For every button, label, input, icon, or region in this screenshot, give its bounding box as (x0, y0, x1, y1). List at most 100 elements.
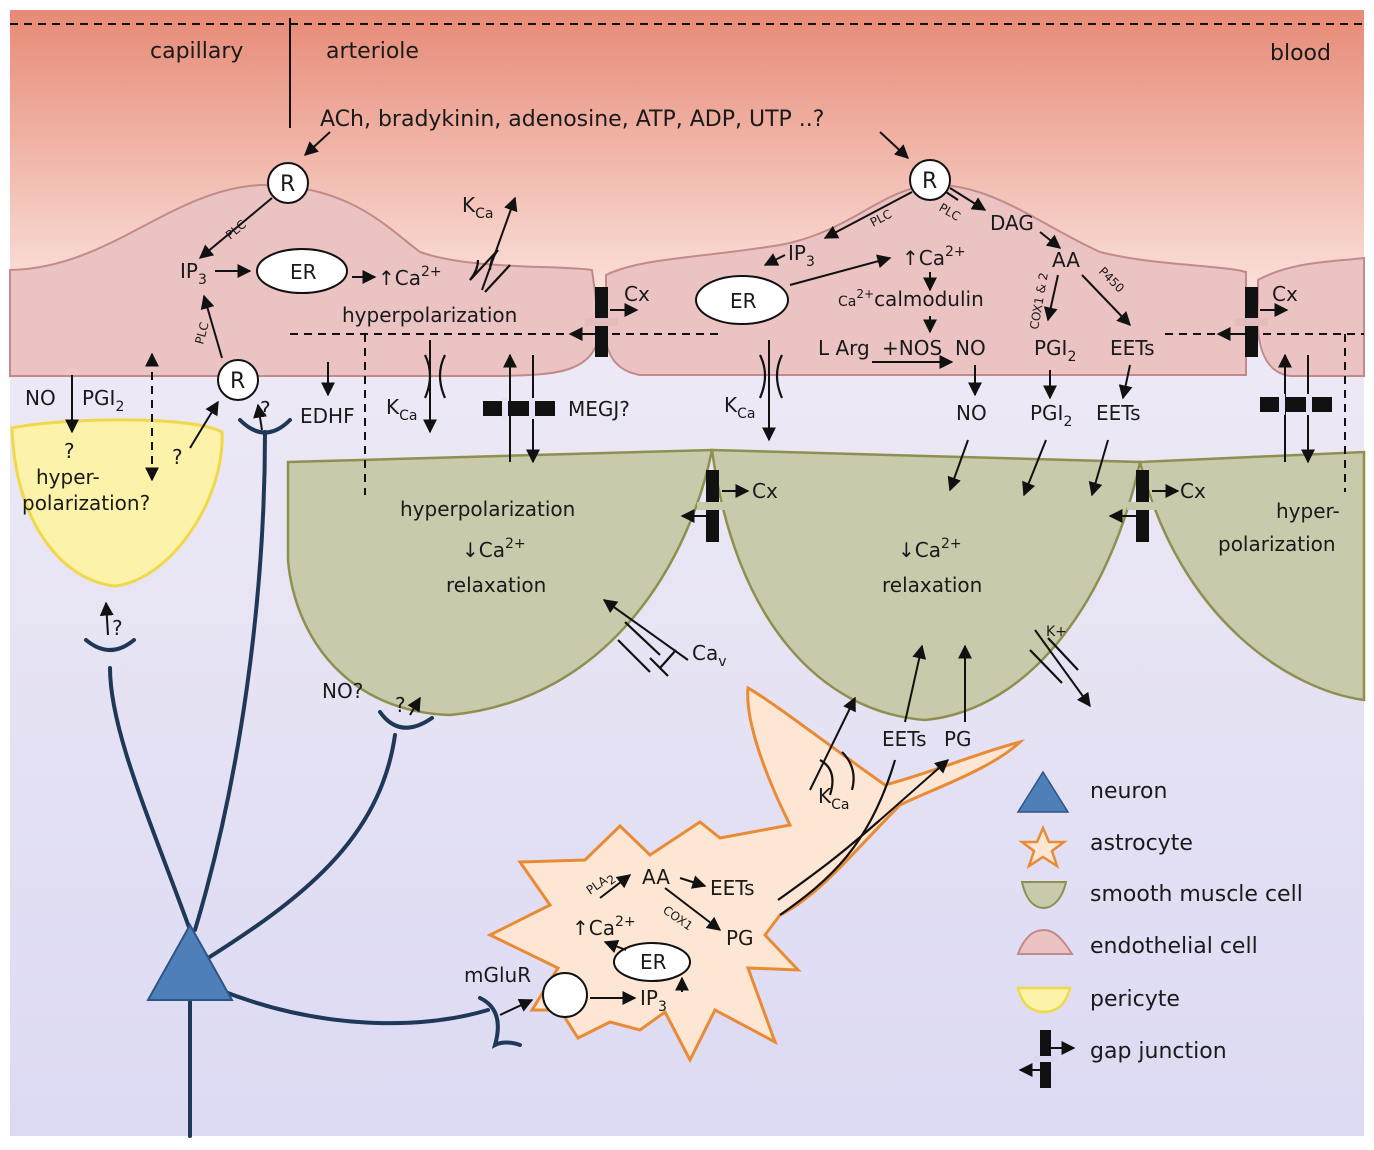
cav-label: Cav (692, 641, 727, 670)
mglur-label: mGluR (464, 963, 531, 987)
pgi2-smc-arrow (1022, 439, 1047, 497)
ca-aa-arrow (599, 874, 632, 899)
kca-astro-label: KCa (818, 784, 849, 813)
cav-channel-gate (649, 649, 677, 677)
megj-right-junction (1260, 397, 1332, 412)
ca-down-label-1-text: ↓Ca (462, 538, 505, 562)
q-label-nerve: ? (260, 397, 271, 421)
aa-pgi-arrow (1043, 274, 1059, 322)
nerve-terminal-arteriole (378, 710, 434, 730)
ca-up-label-astro: ↑Ca2+ (572, 914, 636, 940)
astrocyte-process-line-2 (777, 819, 881, 901)
mglur-receptor (542, 972, 588, 1018)
smooth-muscle-cell-3 (1138, 450, 1366, 702)
gap-junction-smc-2-notch (1127, 502, 1158, 510)
ca-up-label-astro-text: ↑Ca (572, 916, 615, 940)
aa-label-astro: AA (642, 865, 670, 889)
neuron-body (146, 922, 234, 1001)
eets-label-smc: EETs (1096, 401, 1141, 425)
arteriole-label: arteriole (326, 39, 419, 64)
dag-label: DAG (990, 211, 1034, 235)
smooth-muscle-cell-1 (286, 448, 714, 717)
megj-junction (483, 401, 555, 416)
eets-astro-arrow (904, 644, 927, 723)
legend-astrocyte-icon (1018, 824, 1068, 869)
megj-label: MEGJ? (568, 397, 630, 421)
ca-down-label-2-sup: 2+ (941, 536, 962, 552)
ca-up-label-2-sup: 2+ (945, 244, 966, 260)
pgi2-label-endo-text: PGI (1034, 336, 1067, 360)
pgi2-label-capillary-text: PGI (82, 386, 115, 410)
ca-down-label-1: ↓Ca2+ (462, 536, 526, 562)
nerve-terminal-astrocyte (478, 996, 522, 1049)
kca-astro-arrow (809, 696, 856, 791)
kca-top-label: KCa (462, 193, 493, 222)
relaxation-label-1: relaxation (446, 573, 546, 597)
megj-right-gap-1 (1279, 394, 1285, 415)
er-arteriole-label: ER (730, 289, 757, 313)
nerve-arrow-capillary (253, 403, 267, 431)
cav-label-sub: v (718, 654, 726, 670)
agonists-label: ACh, bradykinin, adenosine, ATP, ADP, UT… (320, 107, 824, 132)
legend-endothelial-icon (1016, 928, 1074, 955)
no-label-capillary: NO (25, 386, 56, 410)
cx-label-1: Cx (624, 282, 650, 306)
dag-arrow (949, 187, 987, 211)
relaxation-label-2: relaxation (882, 573, 982, 597)
mglur-arrow (499, 999, 534, 1016)
ip3-label-astro-sub: 3 (658, 999, 667, 1015)
larg-label: L Arg (818, 336, 870, 360)
eets-label-astro: EETs (710, 876, 755, 900)
q-label-arteriole-nerve: ? (395, 693, 406, 717)
ca-calmodulin-text: calmodulin (874, 287, 984, 311)
neuron-dendrite-pericyte (108, 666, 192, 932)
agonist-arrow-left (303, 131, 331, 156)
ca-calmodulin-ca: Ca (838, 294, 856, 310)
pgi2-label-smc-text: PGI (1030, 401, 1063, 425)
plc-arrow-1 (198, 197, 273, 259)
pgi2-label-endo-sub: 2 (1067, 349, 1076, 365)
gap-junction-smc-1-notch (697, 502, 728, 510)
kca-top-arrow (481, 196, 518, 291)
edhf-label: EDHF (300, 404, 355, 428)
ca-up-label-astro-sup: 2+ (615, 914, 636, 930)
legend-neuron-label: neuron (1090, 779, 1167, 804)
pgi2-label-endo: PGI2 (1034, 336, 1076, 365)
kca-top-label-sub: Ca (475, 206, 493, 222)
ip3-label-1-text: IP (180, 259, 198, 283)
legend: neuron astrocyte smooth muscle cell endo… (1016, 770, 1303, 1088)
ca-down-label-1-sup: 2+ (505, 536, 526, 552)
ip3-label-1-sub: 3 (198, 272, 207, 288)
ip3-label-2-text: IP (788, 241, 806, 265)
kca-mid-label: KCa (386, 395, 417, 424)
pgi2-label-smc: PGI2 (1030, 401, 1072, 430)
no-smc-arrow (947, 439, 969, 492)
plc-arrow-3 (823, 191, 913, 239)
legend-pericyte-label: pericyte (1090, 987, 1180, 1012)
legend-endothelial-label: endothelial cell (1090, 934, 1258, 959)
plc-label-2: PLC (192, 321, 211, 346)
kca-mid-label-sub: Ca (399, 408, 417, 424)
legend-pericyte-icon (1016, 986, 1072, 1014)
hyperpolarization-label-endo: hyperpolarization (342, 303, 517, 327)
plc-arrow-2 (200, 294, 223, 359)
astrocyte-pg-arrow (879, 759, 950, 821)
pericyte (10, 418, 224, 588)
q-label-receptor: ? (172, 445, 183, 469)
q-label-pericyte-nerve: ? (112, 616, 123, 640)
kca-mid-label-text: K (386, 395, 400, 419)
kca-astro-label-sub: Ca (831, 797, 849, 813)
cx-label-smc-1: Cx (752, 479, 778, 503)
megj-junction-gap-1 (502, 398, 508, 419)
ip3-label-2-sub: 3 (806, 254, 815, 270)
astrocyte-process-line-1 (779, 759, 897, 916)
hyper-label-pericyte: hyper- (36, 465, 100, 489)
polarization-label-pericyte: polarization? (22, 491, 150, 515)
cx-label-2: Cx (1272, 282, 1298, 306)
neuron-dendrite-arteriole (203, 733, 397, 962)
megj-junction-gap-2 (529, 398, 535, 419)
cav-arrow (602, 599, 689, 661)
pericyte-nerve-arrow (99, 601, 114, 636)
